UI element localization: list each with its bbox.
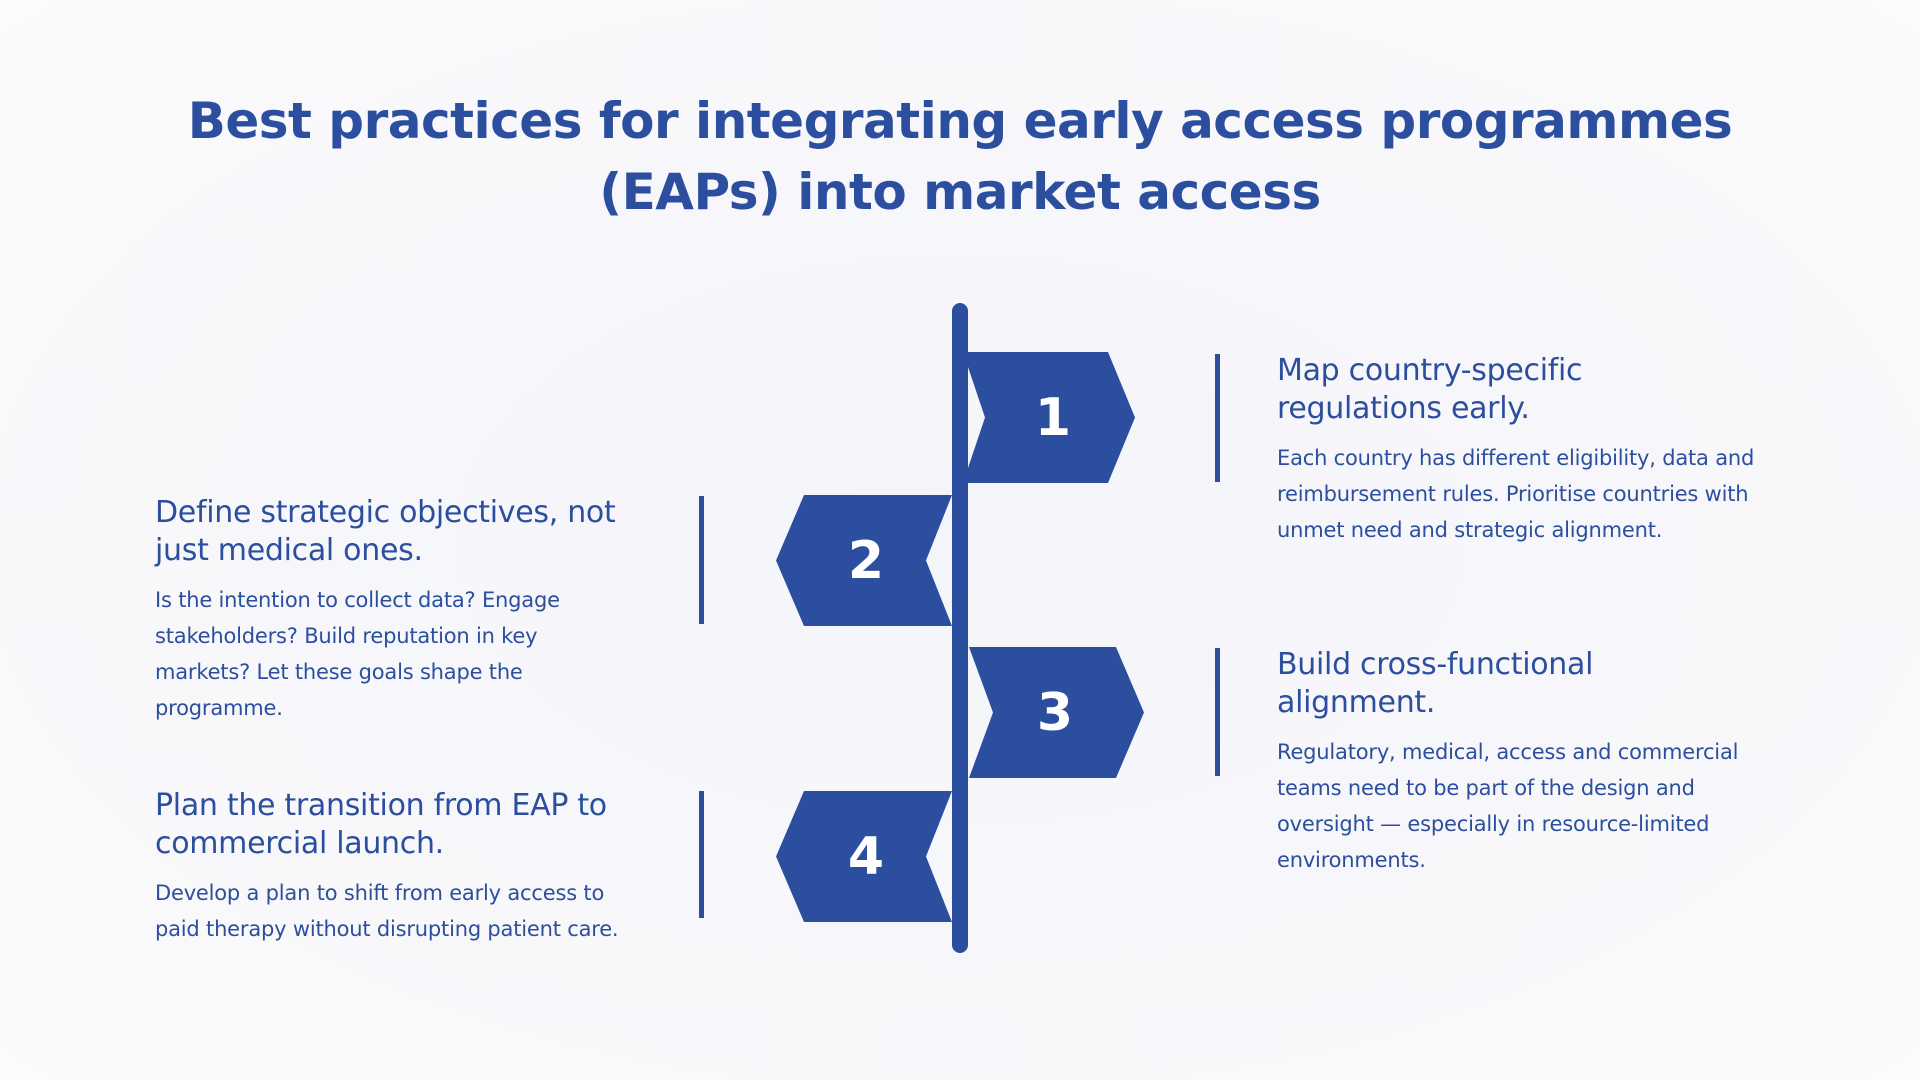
step-4-body: Develop a plan to shift from early acces…: [155, 881, 619, 941]
title-line-1: Best practices for integrating early acc…: [187, 92, 1733, 150]
step-1-heading: Map country-specific regulations early.: [1277, 353, 1583, 426]
step-1-text: Map country-specific regulations early. …: [1277, 352, 1767, 548]
step-3-number: 3: [1036, 682, 1074, 743]
timeline-pole: [952, 303, 968, 953]
step-3-heading: Build cross-functional alignment.: [1277, 647, 1594, 720]
title-line-2: (EAPs) into market access: [599, 163, 1321, 221]
step-4-heading: Plan the transition from EAP to commerci…: [155, 788, 607, 861]
step-2-text: Define strategic objectives, not just me…: [155, 494, 635, 726]
step-4-text: Plan the transition from EAP to commerci…: [155, 787, 635, 947]
step-2-accent-bar: [699, 496, 704, 624]
step-2-number: 2: [847, 530, 885, 591]
step-3-flag: 3: [969, 647, 1145, 778]
step-3-accent-bar: [1215, 648, 1220, 776]
step-4-number: 4: [847, 826, 885, 887]
step-1-accent-bar: [1215, 354, 1220, 482]
step-1-body: Each country has different eligibility, …: [1277, 446, 1755, 542]
step-1-flag: 1: [968, 352, 1136, 483]
step-2-flag: 2: [776, 495, 952, 626]
step-4-accent-bar: [699, 791, 704, 918]
step-2-heading: Define strategic objectives, not just me…: [155, 495, 616, 568]
step-3-body: Regulatory, medical, access and commerci…: [1277, 740, 1739, 872]
flag-left-shape-icon: [776, 495, 952, 626]
step-1-number: 1: [1034, 387, 1072, 448]
step-4-flag: 4: [776, 791, 952, 922]
flag-right-shape-icon: [968, 352, 1135, 483]
step-3-text: Build cross-functional alignment. Regula…: [1277, 646, 1767, 878]
step-2-body: Is the intention to collect data? Engage…: [155, 588, 560, 720]
flag-left-shape-icon: [776, 791, 952, 922]
page-title: Best practices for integrating early acc…: [0, 86, 1920, 228]
flag-right-shape-icon: [969, 647, 1144, 778]
